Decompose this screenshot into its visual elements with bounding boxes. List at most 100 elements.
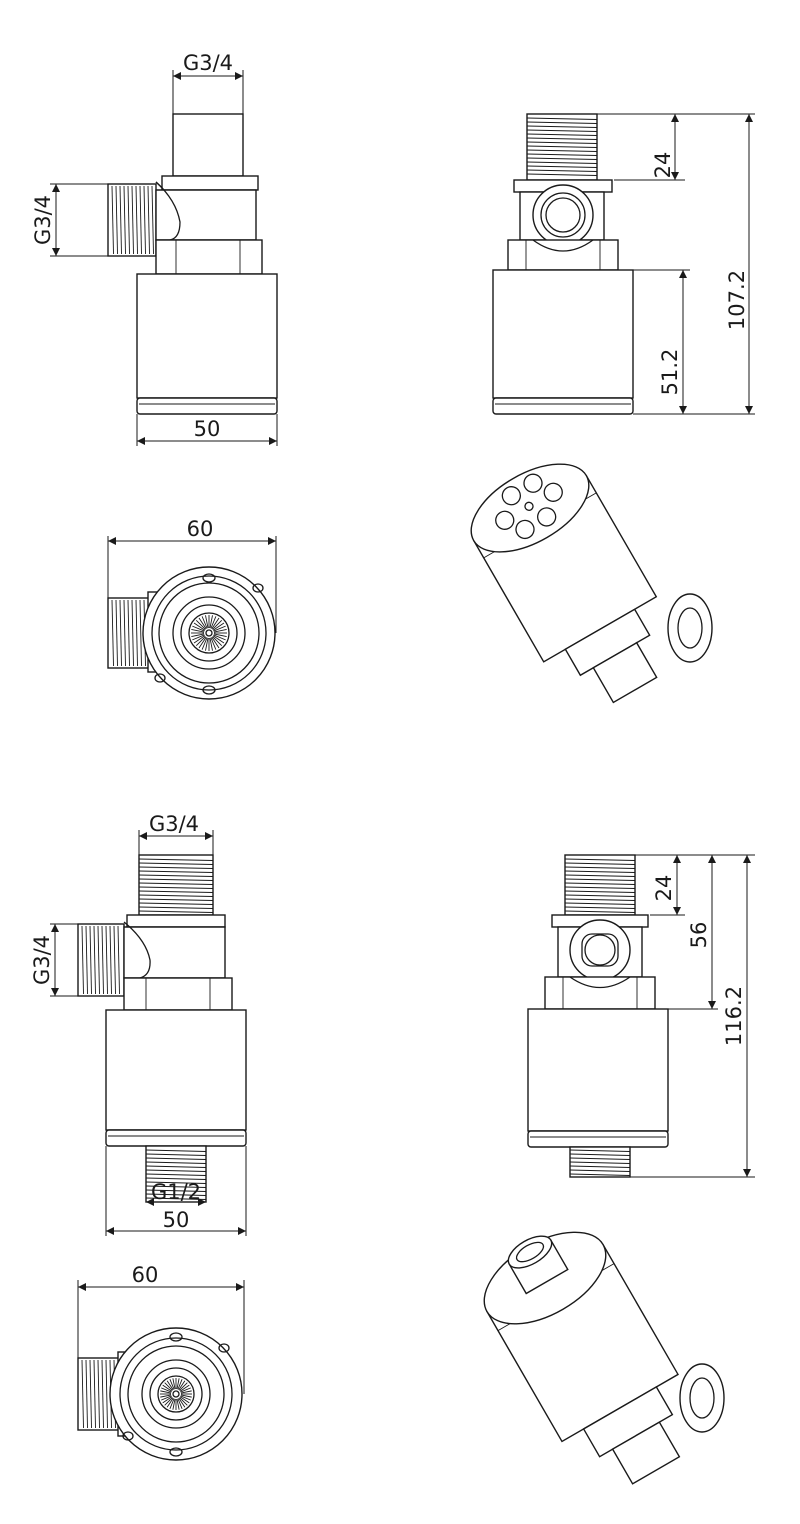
thread-line <box>564 894 636 897</box>
thread-line <box>569 1149 631 1152</box>
thread-line <box>109 925 112 995</box>
thread-line <box>85 925 88 995</box>
label-diameter-2: 60 <box>132 1263 159 1287</box>
thread-line <box>93 1359 96 1429</box>
filter-spoke <box>180 1395 191 1401</box>
thread-line <box>569 1161 631 1164</box>
label-height-mid: 56 <box>687 922 711 949</box>
thread-line <box>127 185 130 255</box>
dimension-top-pipe-2: G3/4 <box>138 812 214 855</box>
thread-line <box>569 1165 631 1168</box>
filter-spoke <box>177 1379 183 1390</box>
filter-spoke <box>169 1398 175 1409</box>
thread-line <box>526 145 598 148</box>
thread-line <box>138 894 214 897</box>
filter-spoke <box>211 636 220 649</box>
thread-line <box>526 149 598 152</box>
thread-line <box>145 1193 207 1196</box>
thread-line <box>111 599 114 667</box>
filter-spoke <box>180 1390 192 1394</box>
dimension-side-pipe-1: G3/4 <box>31 183 108 257</box>
filter-spoke <box>161 1395 172 1401</box>
side-view-2 <box>527 854 669 1178</box>
thread-line <box>145 1161 207 1164</box>
dimension-height-thread-2: 24 <box>635 854 755 916</box>
thread-line <box>138 886 214 889</box>
filter-spoke <box>191 633 205 637</box>
front-view-1 <box>107 113 278 415</box>
filter-spoke <box>201 637 208 650</box>
thread-line <box>145 1169 207 1172</box>
filter-spoke <box>192 625 205 632</box>
label-side-pipe-2: G3/4 <box>30 935 54 985</box>
thread-line <box>526 137 598 140</box>
thread-line <box>105 1359 108 1429</box>
thread-line <box>526 117 598 120</box>
dimension-bottom-pipe: G1/2 <box>146 1180 206 1206</box>
dimension-diameter-1: 60 <box>107 517 277 633</box>
thread-line <box>569 1153 631 1156</box>
thread-line <box>526 125 598 128</box>
label-height-total-1: 107.2 <box>725 270 749 330</box>
thread-line <box>123 599 126 667</box>
filter-spoke <box>177 1398 183 1409</box>
thread-line <box>147 185 150 255</box>
filter-spoke <box>213 634 226 641</box>
iso-view-2 <box>483 1231 725 1485</box>
filter-spoke <box>193 635 206 644</box>
thread-line <box>564 862 636 865</box>
thread-line <box>81 1359 84 1429</box>
thread-line <box>131 599 134 667</box>
label-top-pipe-1: G3/4 <box>183 51 233 75</box>
thread-line <box>113 925 116 995</box>
thread-line <box>138 866 214 869</box>
thread-line <box>145 1189 207 1192</box>
thread-line <box>526 153 598 156</box>
thread-line <box>145 1177 207 1180</box>
filter-spoke <box>213 625 226 632</box>
thread-line <box>127 599 130 667</box>
label-height-body-1: 51.2 <box>658 349 682 396</box>
thread-line <box>111 185 114 255</box>
filter-spoke <box>179 1396 190 1404</box>
thread-line <box>526 173 598 176</box>
thread-line <box>564 858 636 861</box>
thread-line <box>151 185 154 255</box>
filter-spoke <box>195 636 206 647</box>
dimension-width-2: 50 <box>105 1146 247 1236</box>
filter-spoke <box>201 616 208 629</box>
dimension-diameter-2: 60 <box>77 1263 245 1394</box>
thread-line <box>97 1359 100 1429</box>
side-view-1 <box>492 113 634 415</box>
thread-line <box>564 878 636 881</box>
label-side-pipe-1: G3/4 <box>31 195 55 245</box>
filter-spoke <box>180 1387 191 1393</box>
thread-line <box>135 185 138 255</box>
filter-spoke <box>211 617 220 630</box>
thread-line <box>564 890 636 893</box>
thread-line <box>93 925 96 995</box>
thread-line <box>145 1157 207 1160</box>
thread-line <box>115 185 118 255</box>
thread-line <box>145 1149 207 1152</box>
filter-spoke <box>193 622 206 631</box>
thread-line <box>138 902 214 905</box>
thread-line <box>145 1165 207 1168</box>
thread-line <box>135 599 138 667</box>
filter-spoke <box>210 637 217 650</box>
thread-line <box>564 898 636 901</box>
filter-spoke <box>162 1396 173 1404</box>
front-view-2 <box>77 854 247 1203</box>
thread-line <box>564 866 636 869</box>
thread-line <box>89 925 92 995</box>
label-diameter-1: 60 <box>187 517 214 541</box>
filter-spoke <box>176 1398 180 1410</box>
filter-spoke <box>172 1398 176 1410</box>
thread-line <box>564 910 636 913</box>
dimension-height-body-1: 51.2 <box>633 269 755 415</box>
filter-spoke <box>162 1384 173 1392</box>
filter-spoke <box>166 1380 174 1391</box>
thread-line <box>123 185 126 255</box>
filter-spoke <box>213 633 227 637</box>
filter-spoke <box>210 616 217 629</box>
